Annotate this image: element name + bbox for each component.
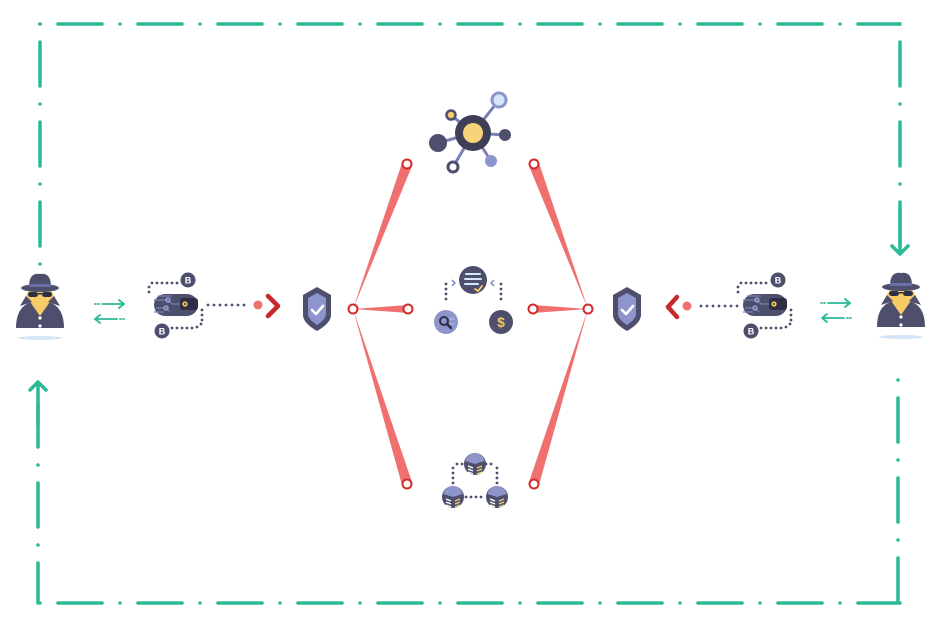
spy-user-left	[16, 273, 64, 340]
node-ring-icon	[401, 478, 413, 490]
spy-user-right	[877, 272, 925, 339]
wallet-dotted-connector-left	[147, 281, 204, 330]
accent-dot-right	[682, 301, 692, 311]
blockchain-nodes-icon	[441, 452, 509, 509]
dotted-connector-transaction	[444, 282, 503, 301]
arrow-up-icon	[28, 380, 48, 427]
node-ring-icon	[402, 303, 414, 315]
crypto-wallet-right	[736, 272, 793, 339]
link-transaction-to-right	[533, 305, 588, 313]
node-ring-icon	[347, 303, 359, 315]
bidirectional-arrows-left	[93, 299, 126, 324]
svg-text:01: 01	[450, 318, 455, 322]
crypto-wallet-icon	[742, 293, 788, 317]
bitcoin-coin-icon	[154, 323, 170, 339]
link-left-to-transaction	[353, 305, 408, 313]
crypto-wallet-left	[147, 272, 204, 339]
block-cube-icon	[485, 485, 509, 509]
node-ring-icon	[401, 158, 413, 170]
bitcoin-coin-icon	[180, 272, 196, 288]
wallet-dotted-connector-right	[736, 281, 793, 330]
shield-check-left	[301, 285, 333, 333]
chevron-left-small-icon	[489, 279, 495, 287]
transaction-verify-group: 01 11 $	[434, 266, 513, 334]
arrow-down-icon	[890, 208, 910, 256]
node-ring-icon	[527, 303, 539, 315]
block-cube-icon	[441, 485, 465, 509]
svg-text:$: $	[497, 314, 505, 330]
link-left-to-network	[353, 163, 412, 309]
chevron-right-small-icon	[451, 279, 457, 287]
dollar-coin-icon: $	[489, 310, 513, 334]
network-hub-icon	[429, 91, 511, 174]
link-left-to-blocks	[353, 309, 412, 485]
shield-check-right	[611, 285, 643, 333]
chevron-right-icon	[265, 293, 281, 319]
link-blocks-to-right	[529, 309, 588, 485]
shield-check-icon	[301, 285, 333, 333]
tapered-links-left	[353, 163, 412, 485]
search-data-icon: 01 11	[434, 310, 458, 334]
accent-dot-left	[253, 300, 263, 310]
node-ring-icon	[582, 303, 594, 315]
chevron-left-icon	[665, 294, 680, 320]
shield-check-icon	[611, 285, 643, 333]
spy-icon	[16, 273, 64, 340]
bidirectional-arrows-right	[820, 298, 852, 323]
link-network-to-right	[529, 163, 588, 309]
link-endpoints	[347, 158, 594, 490]
bitcoin-coin-icon	[770, 272, 786, 288]
node-ring-icon	[528, 478, 540, 490]
spy-icon	[877, 272, 925, 339]
document-verify-icon	[459, 266, 487, 294]
dotted-connector-left	[206, 303, 246, 307]
svg-text:11: 11	[450, 323, 455, 327]
tapered-links-right	[529, 163, 588, 485]
bitcoin-coin-icon	[743, 323, 759, 339]
node-ring-icon	[528, 158, 540, 170]
crypto-wallet-icon	[153, 293, 199, 317]
dotted-connector-right	[699, 304, 739, 308]
block-cube-icon	[463, 452, 487, 476]
